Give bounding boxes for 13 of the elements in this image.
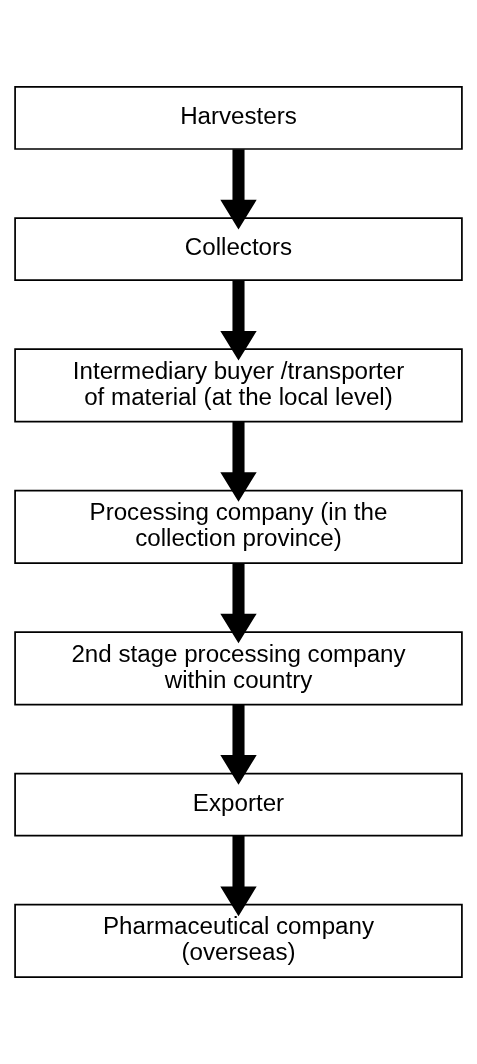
node-box: Processing company (in the collection province) [14, 489, 463, 564]
arrow [220, 421, 257, 502]
node-box: Intermediary buyer /transporter of material (at the local level) [14, 348, 463, 423]
arrow [220, 563, 257, 644]
arrow [220, 835, 257, 917]
arrow [220, 149, 257, 230]
node-box: Harvesters [14, 86, 463, 150]
node-box: Pharmaceutical company (overseas) [14, 903, 463, 978]
node-box: Exporter [14, 772, 463, 837]
arrow [220, 280, 257, 361]
node-box: Collectors [14, 217, 463, 281]
node-box: 2nd stage processing company within country [14, 631, 463, 706]
arrow [220, 704, 257, 785]
